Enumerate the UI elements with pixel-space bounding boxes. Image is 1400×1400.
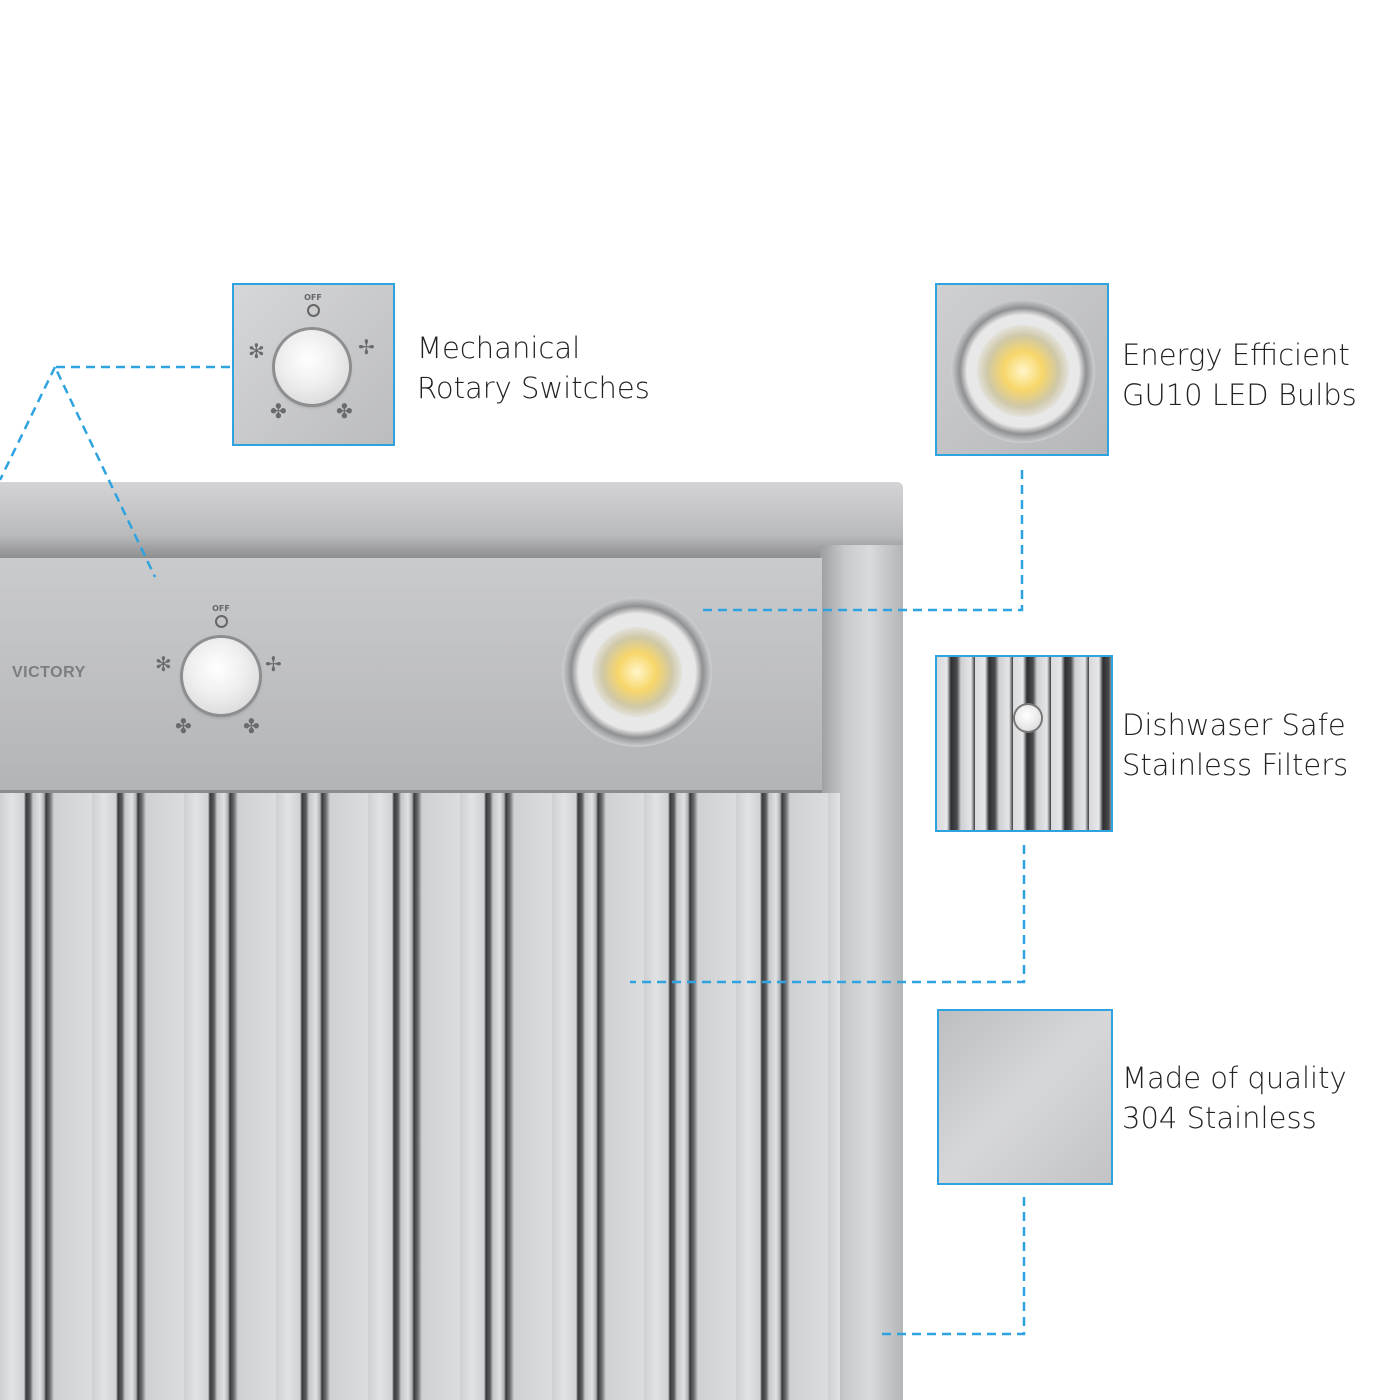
feature-title: Dishwaser Safe: [1122, 708, 1346, 742]
fan-speed-icon: ✢: [358, 335, 375, 359]
callout-filters: [935, 655, 1113, 832]
feature-subtitle: 304 Stainless: [1122, 1101, 1317, 1135]
fan-speed-icon: ✻: [155, 652, 172, 676]
off-label: OFF: [304, 293, 322, 302]
fan-speed-icon: ✢: [265, 652, 282, 676]
off-indicator-icon: [307, 304, 320, 317]
feature-label-filters: Dishwaser Safe Stainless Filters: [1122, 705, 1348, 785]
brand-logo: VICTORY: [12, 664, 86, 681]
feature-label-rotary: Mechanical Rotary Switches: [417, 328, 650, 408]
led-bulb-icon: [977, 325, 1069, 417]
feature-title: Mechanical: [417, 331, 581, 365]
fan-speed-icon: ✤: [336, 399, 353, 423]
leader-line-rotary: [53, 365, 230, 578]
callout-led-bulb: [935, 283, 1109, 456]
callout-rotary-switch: OFF ✻ ✢ ✤ ✤: [232, 283, 395, 446]
rotary-knob[interactable]: [183, 638, 259, 714]
rotary-knob-closeup: [275, 330, 349, 404]
led-bulb-icon: [592, 627, 682, 717]
callout-stainless: [937, 1009, 1113, 1185]
hood-top-frame: [0, 482, 903, 558]
feature-label-stainless: Made of quality 304 Stainless: [1122, 1058, 1347, 1138]
fan-speed-icon: ✤: [175, 714, 192, 738]
leader-line-filters: [630, 845, 1026, 984]
baffle-filters: [0, 793, 840, 1400]
feature-title: Made of quality: [1122, 1061, 1347, 1095]
fan-speed-icon: ✤: [270, 399, 287, 423]
feature-subtitle: Stainless Filters: [1122, 748, 1349, 782]
fan-speed-icon: ✤: [243, 714, 260, 738]
off-label: OFF: [212, 604, 230, 613]
leader-line-stainless: [882, 1197, 1026, 1336]
leader-line-rotary-branch: [0, 366, 57, 481]
fan-speed-icon: ✻: [248, 339, 265, 363]
leader-line-led: [700, 470, 1024, 612]
feature-subtitle: Rotary Switches: [417, 371, 650, 405]
off-indicator-icon: [215, 615, 228, 628]
filter-handle-icon: [1015, 705, 1041, 731]
feature-label-led: Energy Efficient GU10 LED Bulbs: [1122, 335, 1357, 415]
feature-title: Energy Efficient: [1122, 338, 1350, 372]
feature-subtitle: GU10 LED Bulbs: [1122, 378, 1357, 412]
